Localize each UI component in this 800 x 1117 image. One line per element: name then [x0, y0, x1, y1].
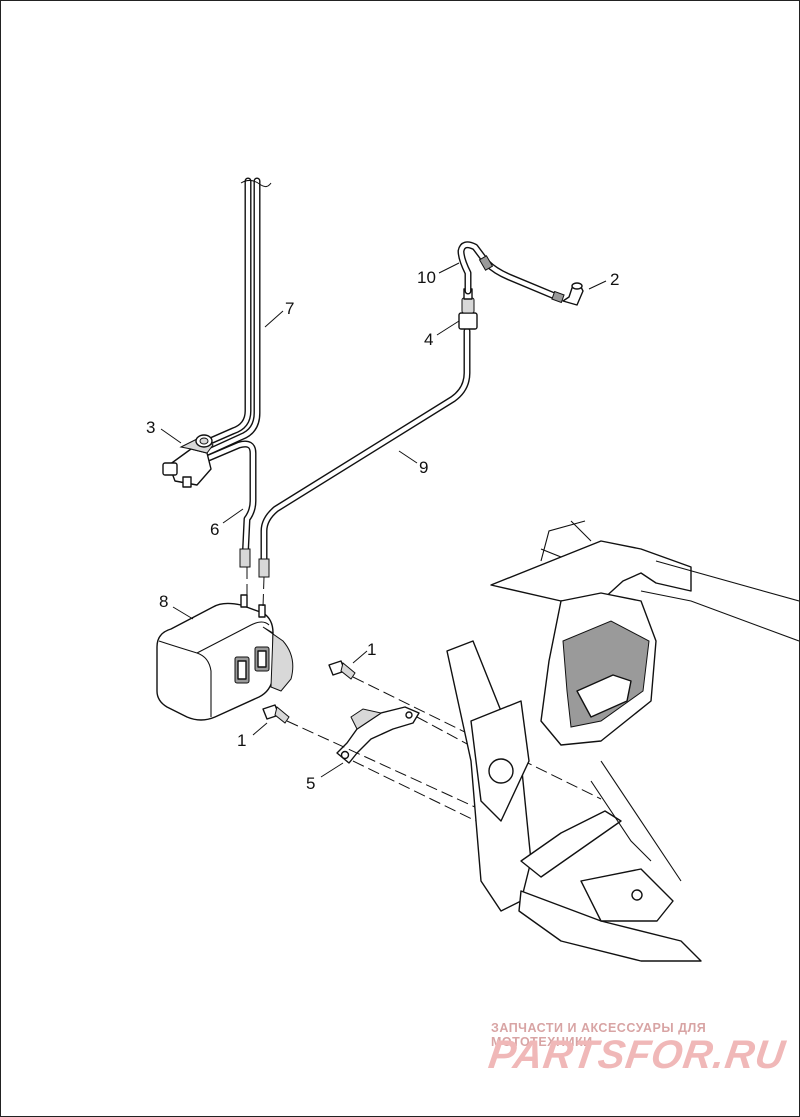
callout-7: 7 — [285, 299, 294, 318]
part-2-elbow — [551, 282, 584, 306]
leader-lines — [160, 262, 607, 778]
hose-9 — [258, 327, 471, 578]
hose-9-end-fitting — [258, 558, 270, 578]
callout-1-lower: 1 — [237, 731, 246, 750]
callout-1-upper: 1 — [367, 640, 376, 659]
watermark-tagline: ЗАПЧАСТИ И АКСЕССУАРЫ ДЛЯ МОТОТЕХНИКИ — [491, 1021, 707, 1049]
callout-10: 10 — [417, 268, 436, 287]
callout-6: 6 — [210, 520, 219, 539]
part-3-solenoid-valve — [162, 434, 214, 488]
motorcycle-frame — [446, 520, 799, 962]
screw-1-upper — [328, 660, 356, 680]
hose-10 — [457, 241, 561, 301]
callout-2: 2 — [610, 270, 619, 289]
callout-4: 4 — [424, 330, 433, 349]
callout-9: 9 — [419, 458, 428, 477]
part-8-charcoal-canister — [156, 594, 294, 721]
part-5-bracket — [336, 706, 420, 764]
callout-3: 3 — [146, 418, 155, 437]
callout-5: 5 — [306, 774, 315, 793]
watermark-logo: PARTSFOR.RU — [485, 1033, 789, 1077]
callout-8: 8 — [159, 592, 168, 611]
screw-1-lower — [262, 704, 290, 724]
hose-6-end-fitting — [239, 548, 251, 568]
fitting-4 — [458, 288, 478, 330]
hose-7 — [197, 177, 272, 457]
callout-numbers: 1 1 2 3 4 5 6 7 8 9 10 — [146, 268, 619, 793]
hose-6 — [202, 440, 257, 568]
